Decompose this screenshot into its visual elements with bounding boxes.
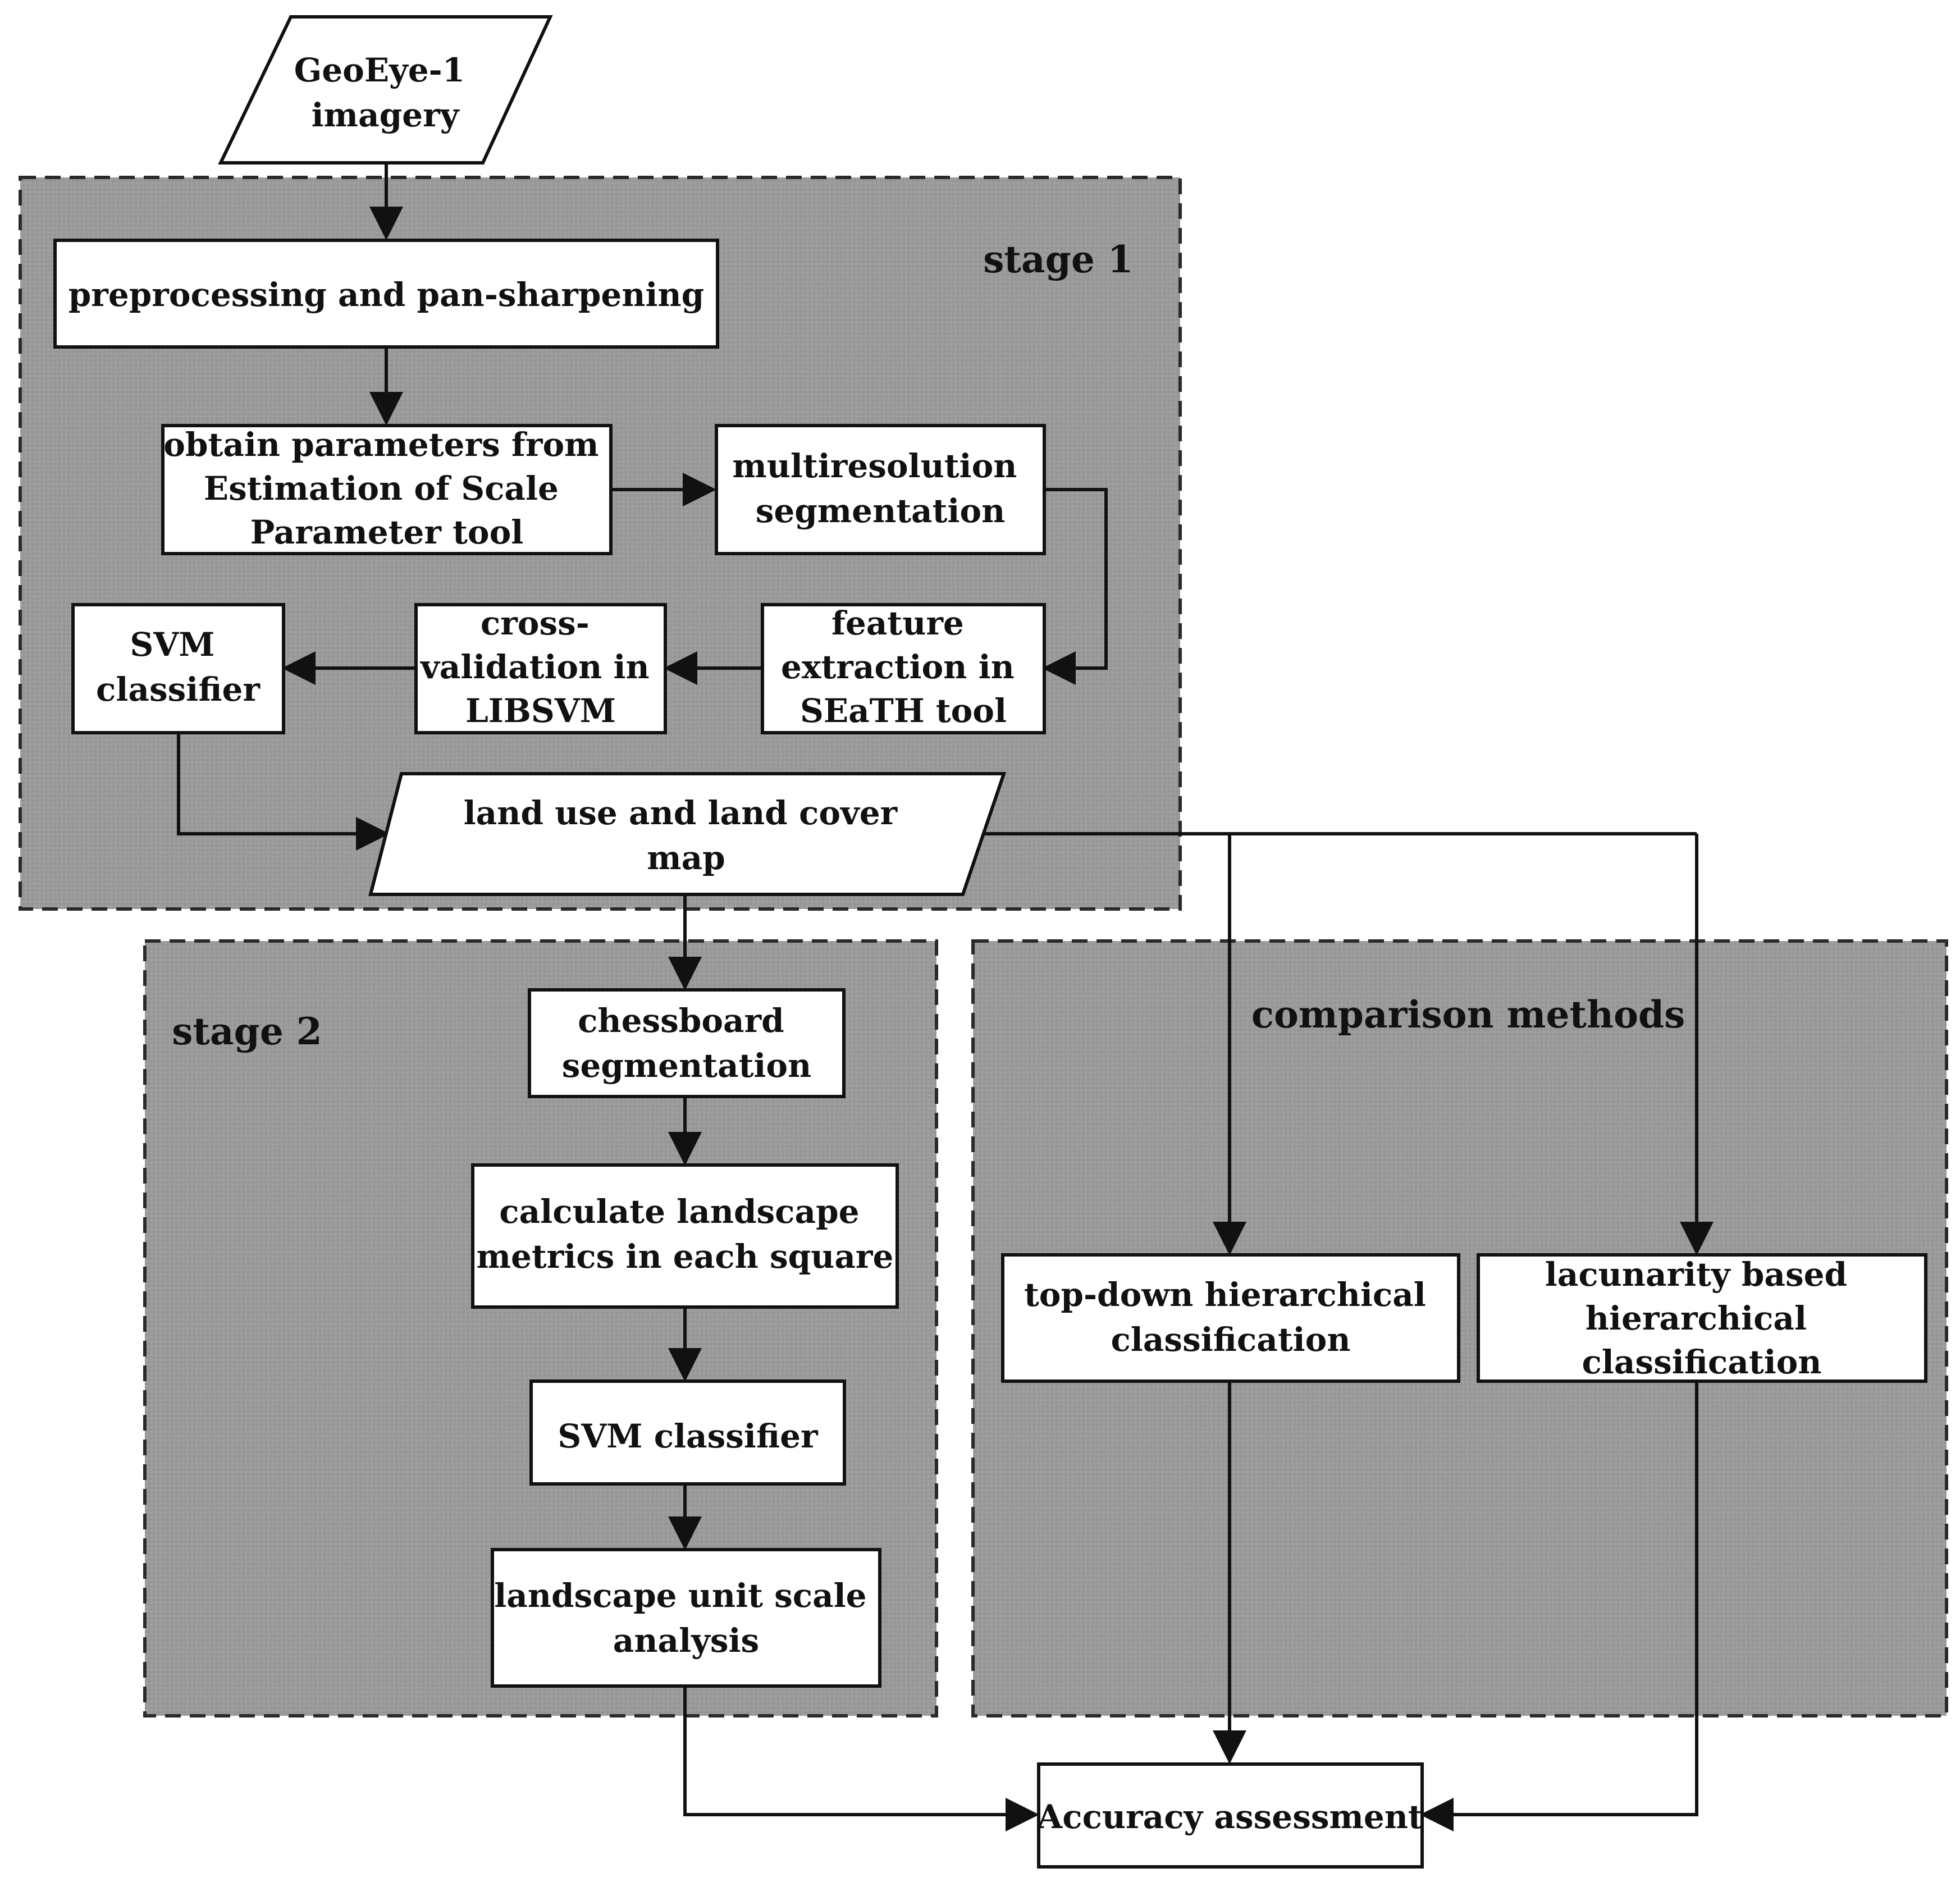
node-text-lulc-map: land use and land cover map <box>464 794 909 877</box>
connectors <box>177 163 1714 1831</box>
node-calculate-landscape-metrics: calculate landscape metrics in each squa… <box>471 1163 899 1309</box>
node-top-down-hierarchical-classification: top-down hierarchical classification <box>1001 1253 1460 1383</box>
node-svm-classifier-stage1: SVM classifier <box>71 603 285 734</box>
node-land-use-land-cover-map: land use and land cover map <box>368 772 1007 896</box>
arrow-multiresolution-to-feature-extraction <box>1042 488 1108 685</box>
node-text-unit-scale: landscape unit scale analysis <box>494 1577 878 1660</box>
comparison-methods-label: comparison methods <box>1251 993 1685 1036</box>
node-text-landscape-metrics: calculate landscape metrics in each squa… <box>477 1193 894 1276</box>
stage-2-label: stage 2 <box>172 1009 322 1053</box>
node-text-chessboard: chessboard segmentation <box>562 1002 812 1085</box>
node-feature-extraction: feature extraction in SEaTH tool <box>761 603 1046 734</box>
node-text-cross-validation: cross- validation in LIBSVM <box>419 604 661 730</box>
node-svm-classifier-stage2: SVM classifier <box>529 1379 846 1486</box>
node-preprocessing: preprocessing and pan-sharpening <box>53 239 719 349</box>
node-cross-validation: cross- validation in LIBSVM <box>414 603 667 734</box>
node-lacunarity-based-classification: lacunarity based hierarchical classifica… <box>1477 1253 1927 1383</box>
node-landscape-unit-scale-analysis: landscape unit scale analysis <box>491 1548 881 1688</box>
node-text-top-down: top-down hierarchical classification <box>1024 1276 1437 1359</box>
stage-1-label: stage 1 <box>983 237 1133 281</box>
node-chessboard-segmentation: chessboard segmentation <box>528 988 846 1098</box>
node-text-obtain-parameters: obtain parameters from Estimation of Sca… <box>163 426 610 551</box>
node-text-svm-classifier-stage1: SVM classifier <box>96 625 261 709</box>
node-text-multiresolution: multiresolution segmentation <box>732 447 1028 530</box>
arrow-unit-scale-to-accuracy <box>683 1687 1039 1831</box>
node-obtain-parameters: obtain parameters from Estimation of Sca… <box>161 424 613 555</box>
node-text-svm-classifier-stage2: SVM classifier <box>558 1417 819 1455</box>
arrow-svm-to-lulc-map <box>177 733 390 851</box>
node-text-preprocessing: preprocessing and pan-sharpening <box>68 276 705 314</box>
node-multiresolution-segmentation: multiresolution segmentation <box>715 424 1046 555</box>
node-text-accuracy: Accuracy assessment <box>1036 1798 1423 1836</box>
node-text-lacunarity: lacunarity based hierarchical classifica… <box>1545 1255 1859 1381</box>
arrow-lacunarity-to-accuracy <box>1420 1382 1698 1831</box>
node-accuracy-assessment: Accuracy assessment <box>1036 1762 1424 1869</box>
node-geoeye-imagery: GeoEye-1 imagery <box>218 15 553 165</box>
node-text-geoeye-imagery: GeoEye-1 imagery <box>294 51 477 134</box>
node-text-feature-extraction: feature extraction in SEaTH tool <box>781 604 1026 730</box>
